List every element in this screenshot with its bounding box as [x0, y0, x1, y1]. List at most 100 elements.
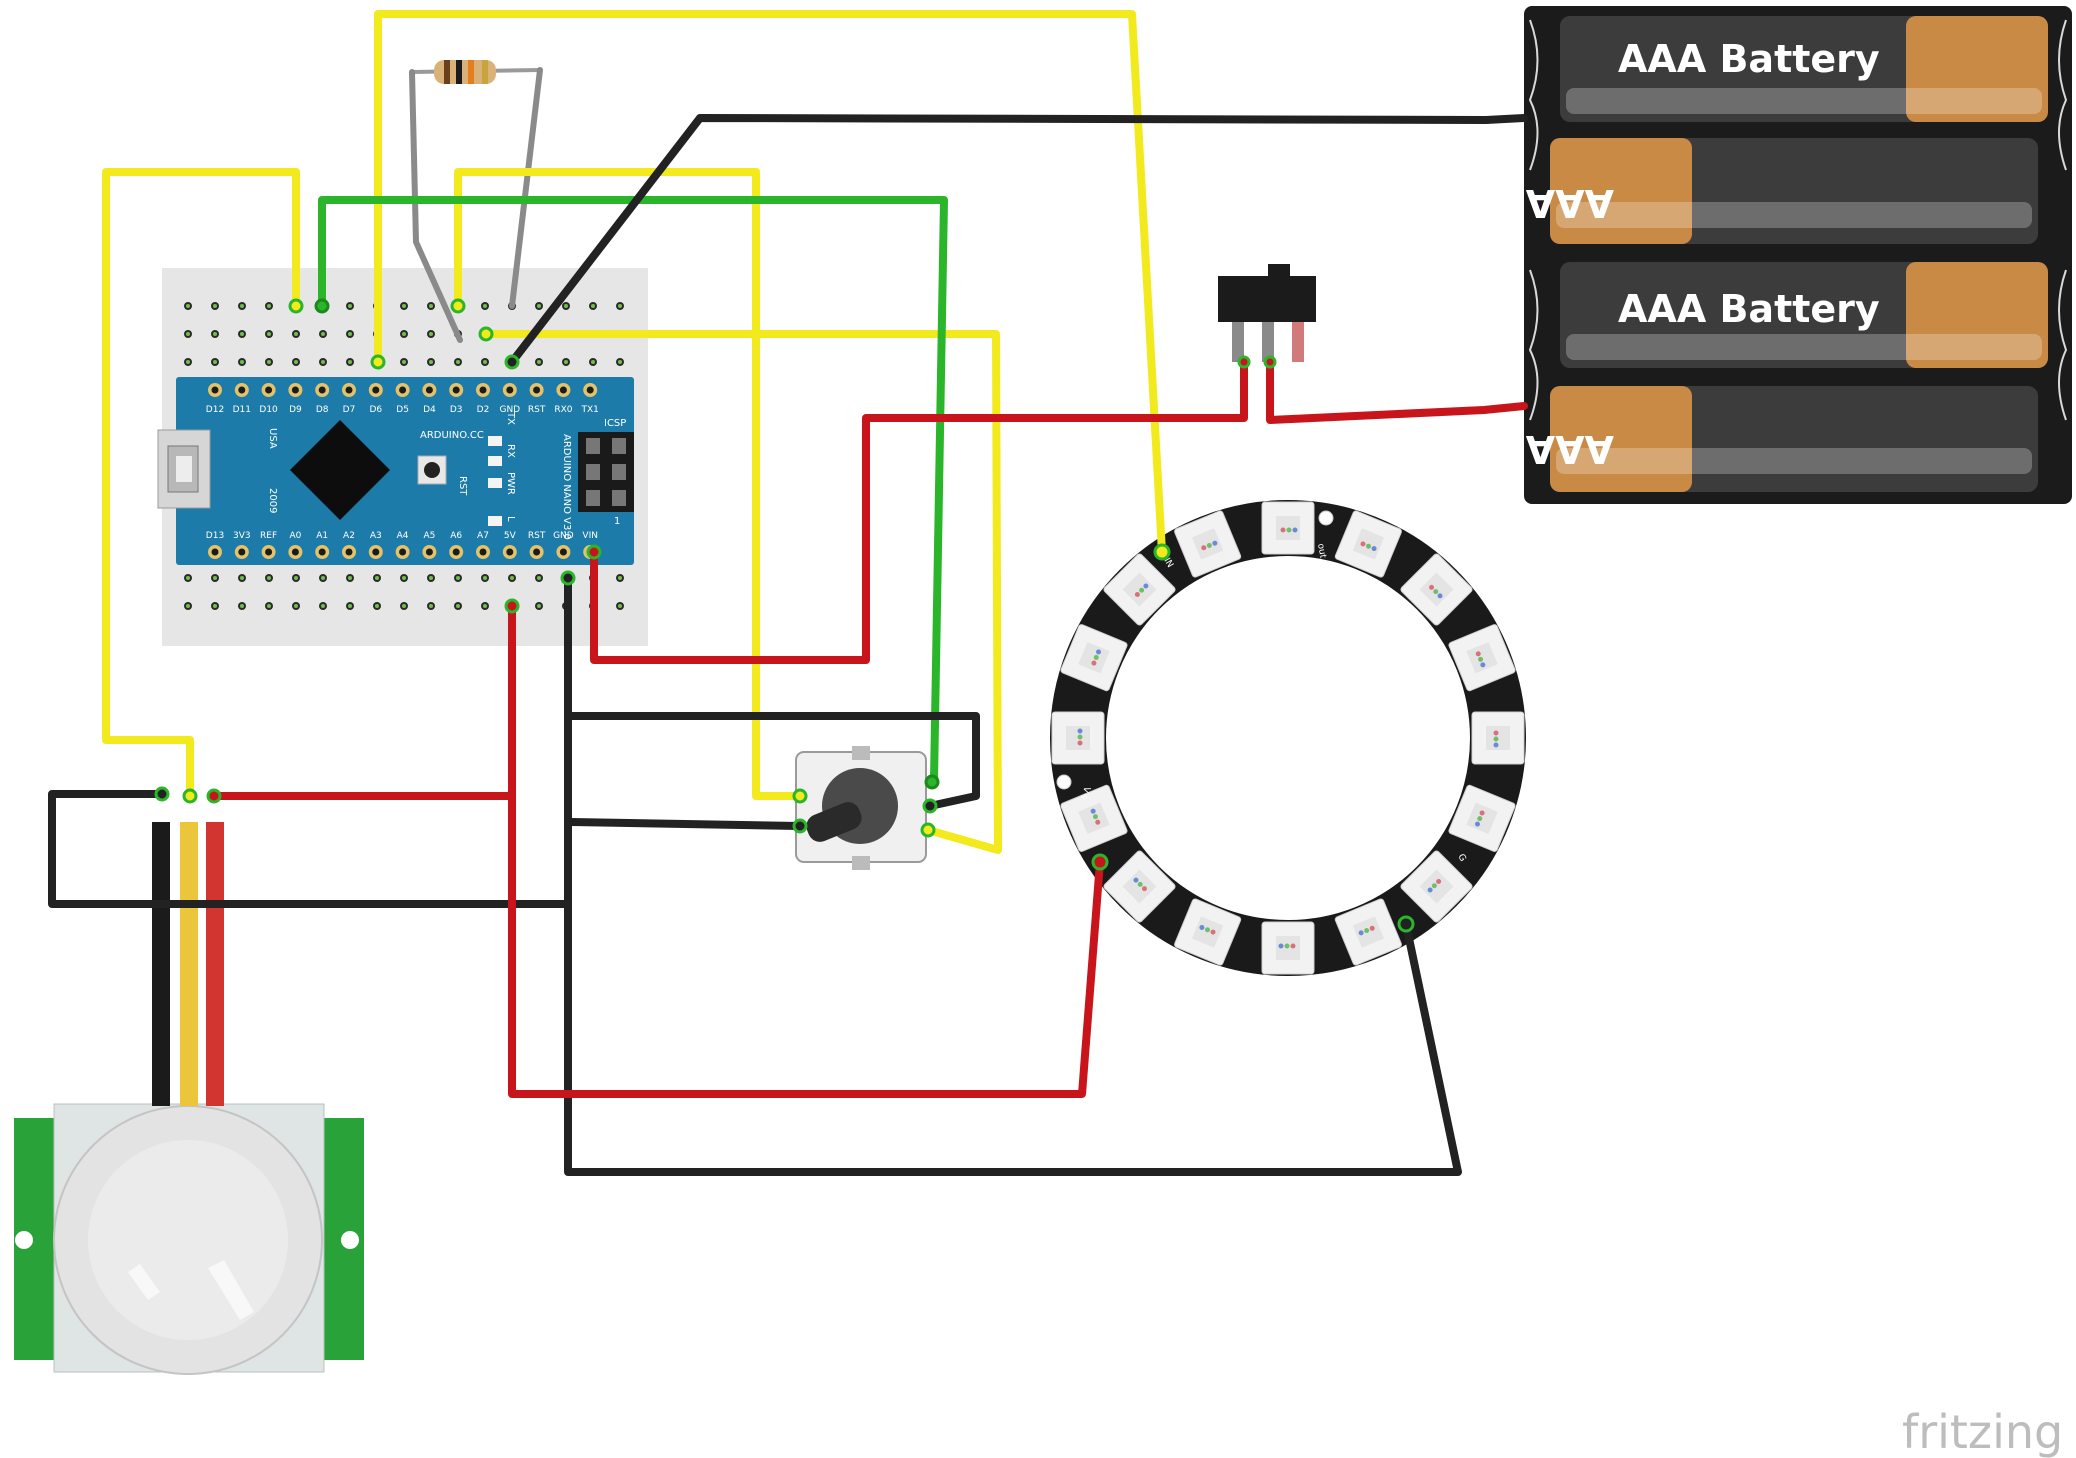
- model-label: ARDUINO NANO V3.0: [561, 434, 572, 540]
- pin-label: 3V3: [233, 531, 251, 541]
- pin-label: D5: [396, 405, 409, 415]
- pin-label: VIN: [582, 531, 598, 541]
- pin-label: D6: [369, 405, 382, 415]
- pin-label: A7: [477, 531, 489, 541]
- wire-black-pir-gnd: [48, 790, 572, 908]
- ring-out-label: out: [1315, 543, 1327, 560]
- led-pixel: [1400, 850, 1473, 923]
- led-pixel: [1261, 501, 1315, 555]
- wire-red-vin-switch: [590, 358, 1248, 664]
- country-label: USA: [267, 428, 278, 449]
- pin-label: A1: [316, 531, 328, 541]
- reset-label: RST: [457, 476, 468, 496]
- led-pwr-label: PWR: [505, 472, 516, 495]
- led-pixel: [1448, 624, 1516, 692]
- led-pixel: [1471, 711, 1525, 765]
- wire-black-pot-left: [568, 818, 804, 830]
- pin-label: D13: [206, 531, 224, 541]
- wire-yellow-bb-pot: [482, 330, 1002, 854]
- pin-label: A3: [370, 531, 382, 541]
- pin-label: RST: [528, 531, 546, 541]
- led-rx: [488, 456, 502, 466]
- wire-yellow-d9-pir-out: [102, 168, 300, 800]
- pin-label: D11: [233, 405, 251, 415]
- led-pixel: [1261, 921, 1315, 975]
- nano-top-pins: D12 D11 D10 D9 D8 D7 D6 D5 D4 D3 D2 GND RST RX0 TX1: [206, 383, 599, 415]
- wire-black-gnd-battery: [508, 114, 1528, 366]
- brand-label: ARDUINO.CC: [420, 430, 484, 441]
- svg-text:AAA Battery: AAA Battery: [1618, 287, 1880, 331]
- fritzing-watermark: fritzing: [1902, 1405, 2063, 1458]
- pin-label: TX1: [581, 405, 599, 415]
- pin-label: D3: [450, 405, 463, 415]
- slide-switch: [1218, 264, 1316, 362]
- pin-label: GND: [553, 531, 574, 541]
- wires: [48, 10, 1528, 1176]
- svg-text:AAA Battery: AAA Battery: [1352, 181, 1614, 225]
- led-tx: [488, 436, 502, 446]
- pin-label: RST: [528, 405, 546, 415]
- led-pixel: [1334, 898, 1402, 966]
- led-pixel: [1448, 784, 1516, 852]
- wire-yellow-d3-pot-wiper: [454, 168, 804, 800]
- led-pixel: [1174, 898, 1242, 966]
- pin-label: RX0: [554, 405, 572, 415]
- led-pixel: [1060, 784, 1128, 852]
- pin-label: A6: [450, 531, 462, 541]
- battery-cell-3: AAA Battery: [1560, 262, 2048, 368]
- led-pixel: [1103, 850, 1176, 923]
- wire-gray-resistor-right: [509, 67, 543, 309]
- arduino-nano: RST ARDUINO.CC ARDUINO NANO V3.0 USA 200…: [157, 377, 634, 565]
- ring-vplus-label: V+: [1077, 785, 1091, 801]
- pin-label: GND: [499, 405, 520, 415]
- led-pixel: [1174, 510, 1242, 578]
- led-pixel: [1060, 624, 1128, 692]
- pin-label: D12: [206, 405, 224, 415]
- icsp-pin1-label: 1: [614, 516, 620, 527]
- battery-cell-1: AAA Battery: [1560, 16, 2048, 122]
- pin-label: 5V: [504, 531, 517, 541]
- led-pwr: [488, 478, 502, 488]
- pin-label: REF: [260, 531, 277, 541]
- wire-black-pot-gnd: [568, 712, 980, 810]
- led-l: [488, 516, 502, 526]
- wire-red-5v-ring: [508, 792, 1104, 1098]
- year-label: 2009: [267, 488, 278, 513]
- pin-label: D7: [343, 405, 356, 415]
- pin-label: D8: [316, 405, 329, 415]
- battery-cell-4: AAA Battery: [1352, 386, 2038, 492]
- wire-black-gnd-ring: [564, 574, 1462, 1176]
- pin-label: A5: [423, 531, 435, 541]
- potentiometer: [795, 746, 927, 870]
- icsp-label: ICSP: [604, 418, 626, 429]
- pin-label: D4: [423, 405, 436, 415]
- ring-pixels: [1051, 501, 1525, 975]
- pin-label: D2: [477, 405, 490, 415]
- battery-cell-2: AAA Battery: [1352, 138, 2038, 244]
- icsp-header: [578, 432, 634, 512]
- pin-label: D9: [289, 405, 302, 415]
- wire-yellow-d6-ring-in: [374, 10, 1166, 556]
- pin-label: A0: [289, 531, 301, 541]
- led-pixel: [1103, 553, 1176, 626]
- battery-pack: AAA Battery AAA Battery AAA Battery AAA …: [1352, 6, 2072, 504]
- pin-label: A2: [343, 531, 355, 541]
- led-l-label: L: [505, 516, 516, 522]
- svg-text:AAA Battery: AAA Battery: [1352, 427, 1614, 471]
- wire-gray-resistor-left: [409, 69, 463, 343]
- neopixel-ring: IN out V+ G: [1050, 500, 1526, 976]
- led-tx-label: TX: [505, 411, 516, 425]
- led-pixel: [1400, 553, 1473, 626]
- microcontroller-chip: [290, 420, 390, 520]
- resistor: [411, 60, 541, 84]
- wire-red-switch-battery: [1266, 358, 1528, 424]
- svg-text:AAA Battery: AAA Battery: [1618, 37, 1880, 81]
- pir-sensor: [14, 822, 364, 1375]
- led-rx-label: RX: [505, 444, 516, 458]
- led-pixel: [1334, 510, 1402, 578]
- pin-label: D10: [259, 405, 278, 415]
- pin-label: A4: [397, 531, 409, 541]
- ring-gnd-label: G: [1455, 853, 1467, 864]
- led-pixel: [1051, 711, 1105, 765]
